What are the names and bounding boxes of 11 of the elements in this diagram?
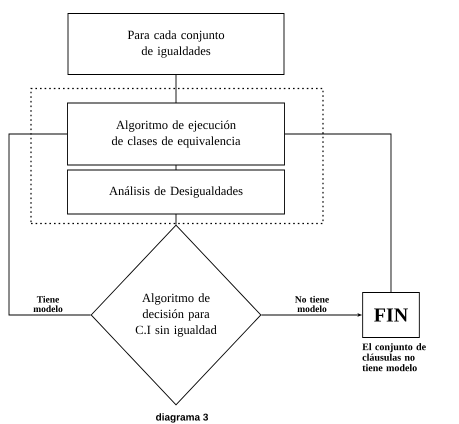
edge-label: Tiene modelo <box>33 296 62 312</box>
edge-label: No tiene modelo <box>295 296 329 312</box>
dotted-group-frame <box>30 88 324 224</box>
process-box: FIN <box>362 292 420 338</box>
caption: diagrama 3 <box>156 413 208 423</box>
connector <box>8 134 91 316</box>
process-box: Algoritmo de ejecución de clases de equivalencia <box>67 102 285 166</box>
process-box: Para cada conjunto de igualdades <box>68 13 284 75</box>
connector <box>284 134 392 292</box>
node-note: El conjunto de cláusulas no tiene modelo <box>362 343 426 372</box>
process-box: Análisis de Desigualdades <box>67 170 285 214</box>
